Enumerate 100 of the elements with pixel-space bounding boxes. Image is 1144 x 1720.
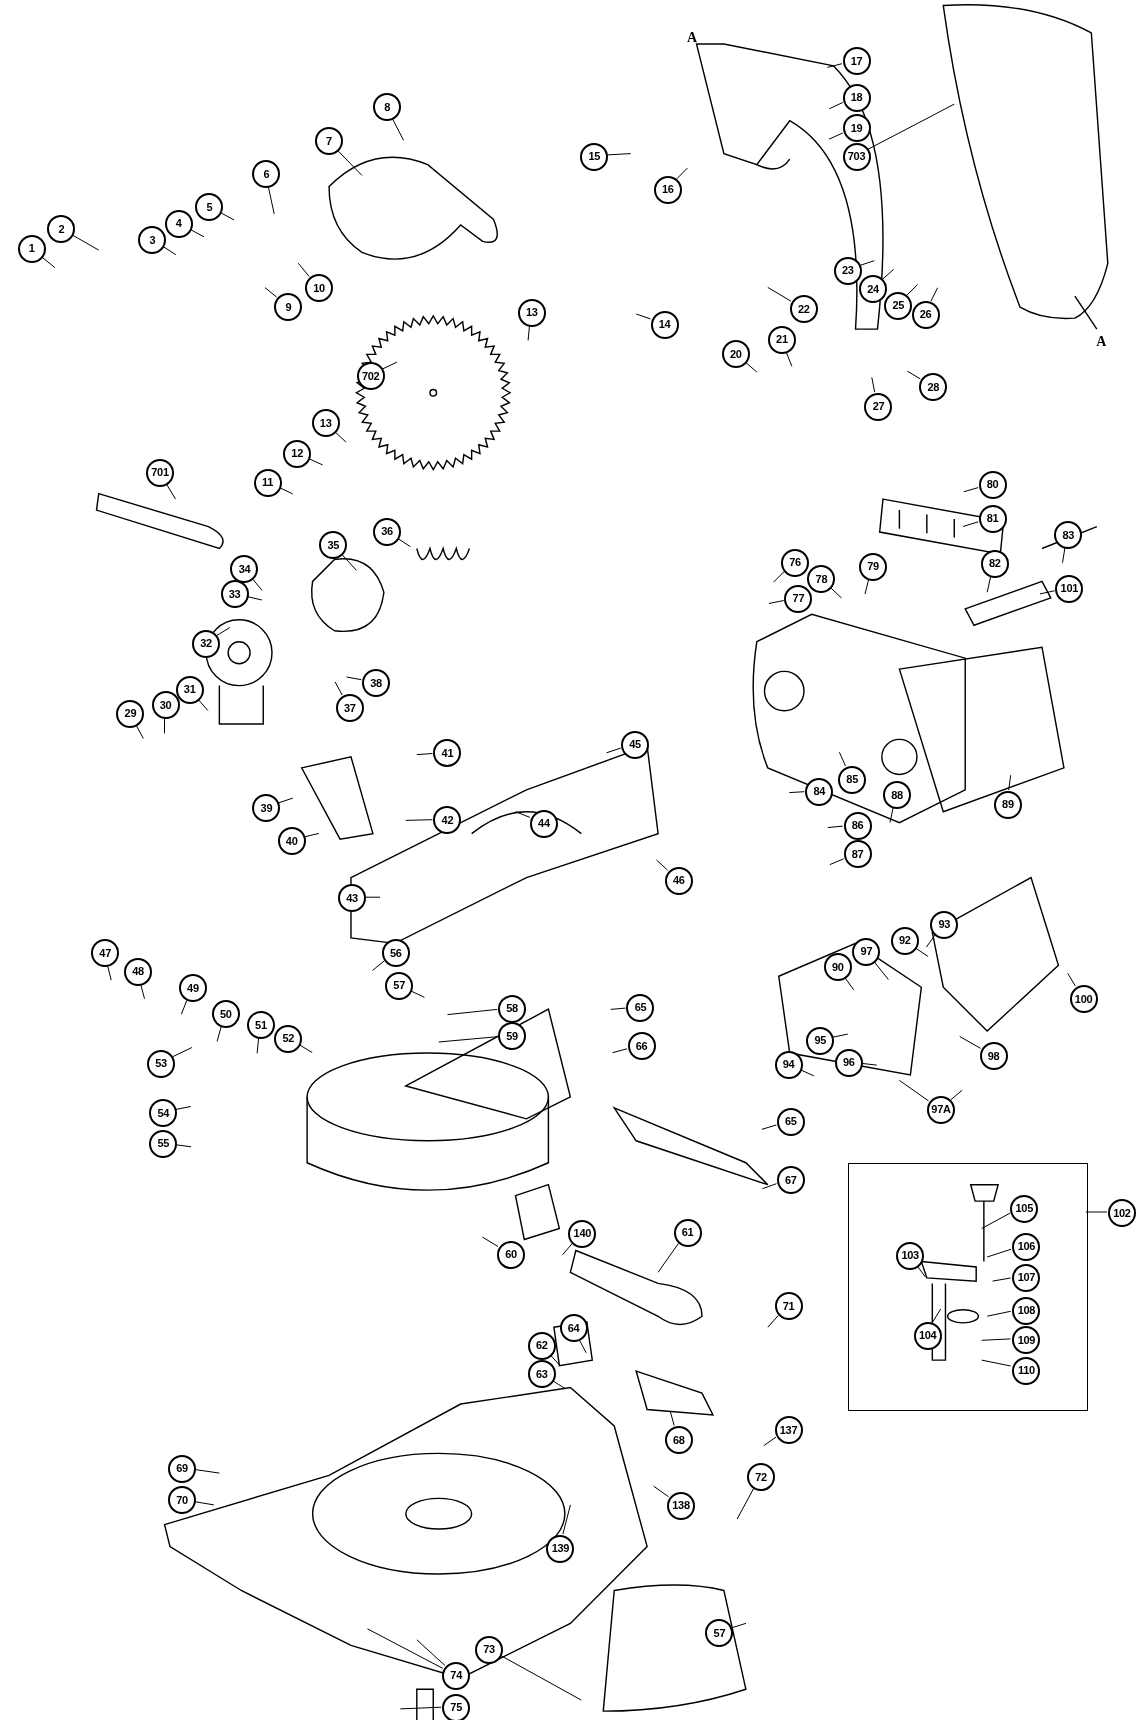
- leader-line: [761, 1124, 777, 1130]
- leader-line: [135, 724, 144, 739]
- leader-line: [656, 859, 669, 871]
- callout-number: 65: [776, 1107, 805, 1136]
- reference-letter: A: [1096, 334, 1107, 351]
- callout-number: 95: [806, 1026, 835, 1055]
- callout-number: 79: [859, 552, 887, 581]
- callout-number: 13: [517, 298, 546, 327]
- callout-number: 36: [373, 517, 402, 546]
- callout-number: 61: [673, 1218, 702, 1247]
- leader-line: [562, 1243, 573, 1256]
- leader-line: [346, 676, 362, 681]
- callout-number: 3: [138, 226, 167, 255]
- leader-line: [164, 717, 165, 734]
- leader-line: [527, 324, 530, 341]
- leader-line: [653, 1485, 670, 1498]
- leader-line: [549, 1354, 561, 1367]
- leader-line: [397, 538, 411, 548]
- callout-number: 701: [146, 458, 175, 487]
- leader-line: [859, 260, 875, 266]
- callout-number: 140: [568, 1219, 597, 1248]
- reference-letter: A: [687, 30, 698, 47]
- callout-number: 102: [1107, 1199, 1136, 1227]
- leader-line: [873, 961, 889, 980]
- callout-number: 77: [784, 584, 813, 613]
- leader-line: [669, 1410, 675, 1426]
- inset-frame: [847, 1162, 1088, 1412]
- callout-number: 103: [896, 1241, 925, 1270]
- callout-number: 53: [147, 1049, 176, 1078]
- callout-number: 33: [220, 580, 249, 609]
- callout-number: 69: [167, 1454, 196, 1483]
- callout-number: 6: [252, 160, 281, 189]
- leader-line: [925, 934, 936, 948]
- callout-number: 48: [124, 957, 153, 986]
- leader-line: [194, 1501, 215, 1506]
- callout-number: 63: [527, 1360, 556, 1389]
- leader-line: [914, 947, 929, 957]
- leader-line: [41, 256, 56, 269]
- callout-number: 88: [883, 781, 912, 810]
- leader-line: [986, 1248, 1012, 1258]
- callout-number: 40: [277, 827, 306, 856]
- callout-number: 105: [1010, 1194, 1039, 1223]
- leader-line: [220, 212, 235, 221]
- callout-number: 1: [17, 234, 46, 263]
- callout-number: 101: [1055, 574, 1084, 603]
- leader-line: [906, 370, 921, 380]
- leader-line: [392, 118, 405, 141]
- callout-number: 85: [838, 765, 867, 794]
- callout-number: 43: [338, 884, 366, 913]
- callout-number: 50: [211, 1000, 240, 1029]
- leader-line: [844, 977, 855, 991]
- leader-line: [256, 1037, 260, 1054]
- leader-line: [303, 832, 320, 838]
- callout-number: 702: [356, 362, 385, 391]
- leader-line: [827, 825, 844, 829]
- leader-line: [767, 1315, 779, 1328]
- leader-line: [297, 262, 310, 277]
- leader-line: [871, 376, 876, 393]
- callout-number: 5: [195, 193, 224, 222]
- callout-number: 80: [978, 470, 1007, 499]
- leader-line: [175, 1106, 192, 1110]
- callout-number: 27: [864, 392, 893, 421]
- leader-line: [216, 1026, 222, 1042]
- leader-line: [986, 575, 992, 593]
- callout-number: 67: [776, 1166, 805, 1195]
- leader-line: [107, 965, 112, 981]
- callout-number: 87: [843, 840, 872, 869]
- callout-number: 93: [930, 910, 959, 939]
- leader-line: [278, 797, 294, 804]
- leader-line: [197, 698, 209, 711]
- callout-number: 74: [442, 1661, 471, 1690]
- callout-number: 81: [978, 504, 1007, 533]
- leader-line: [799, 1069, 815, 1077]
- callout-number: 138: [667, 1491, 696, 1520]
- callout-number: 17: [842, 47, 871, 76]
- callout-number: 23: [833, 256, 862, 285]
- leader-line: [552, 1380, 566, 1390]
- leader-line: [932, 1308, 942, 1323]
- leader-line: [676, 167, 688, 180]
- leader-line: [562, 1504, 571, 1535]
- callout-number: 137: [774, 1416, 803, 1445]
- leader-line: [381, 361, 398, 370]
- leader-line: [405, 819, 433, 821]
- leader-line: [767, 286, 792, 302]
- callout-number: 19: [842, 114, 871, 143]
- leader-line: [482, 1236, 499, 1247]
- callout-number: 89: [993, 790, 1022, 819]
- callout-number: 76: [781, 548, 810, 577]
- callout-number: 26: [911, 300, 940, 329]
- leader-line: [1039, 590, 1056, 595]
- callout-number: 83: [1054, 521, 1083, 550]
- leader-line: [981, 1359, 1012, 1367]
- leader-line: [788, 791, 805, 794]
- leader-line: [610, 1007, 626, 1010]
- leader-line: [889, 807, 894, 823]
- callout-number: 9: [274, 293, 303, 321]
- callout-number: 37: [335, 694, 364, 723]
- callout-number: 55: [149, 1129, 178, 1158]
- leader-line: [416, 753, 433, 756]
- leader-line: [861, 1062, 878, 1066]
